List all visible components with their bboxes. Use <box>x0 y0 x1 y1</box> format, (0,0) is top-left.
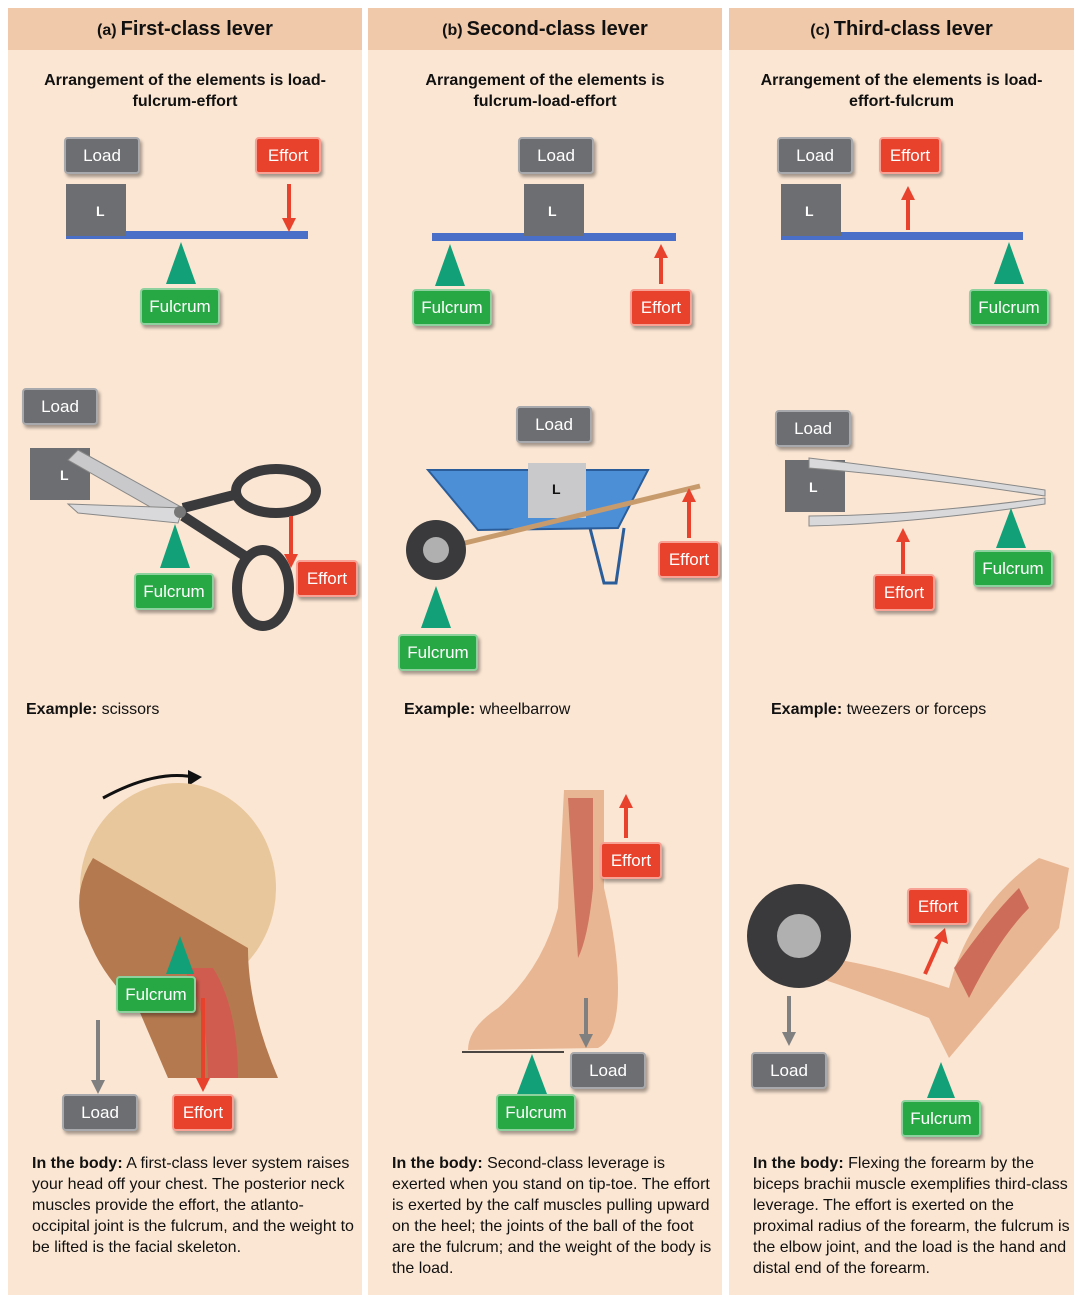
load-label: Load <box>62 1094 138 1131</box>
fulcrum-label: Fulcrum <box>496 1094 576 1131</box>
effort-arrowhead <box>196 1078 210 1092</box>
example-value: scissors <box>102 701 160 718</box>
load-block-letter: L <box>805 203 814 219</box>
fulcrum-label: Fulcrum <box>901 1100 981 1137</box>
body-text: Flexing the forearm by the biceps brachi… <box>753 1155 1070 1277</box>
fulcrum-triangle <box>435 244 465 286</box>
effort-arrow <box>925 938 941 974</box>
load-label: Load <box>751 1052 827 1089</box>
body-label: In the body: <box>32 1155 123 1172</box>
fulcrum-triangle <box>996 508 1026 548</box>
example-label: Example: <box>404 701 475 718</box>
wheel-hub <box>423 537 449 563</box>
effort-label: Effort <box>255 137 321 174</box>
fulcrum-label: Fulcrum <box>140 288 220 325</box>
load-block-letter: L <box>548 203 557 219</box>
example-value: wheelbarrow <box>480 701 571 718</box>
panel-third-class: (c)Third-class lever Arrangement of the … <box>729 8 1074 1295</box>
load-arrowhead <box>91 1080 105 1094</box>
body-description: In the body: Flexing the forearm by the … <box>753 1153 1070 1279</box>
fulcrum-label: Fulcrum <box>969 289 1049 326</box>
load-label: Load <box>777 137 853 174</box>
body-description: In the body: A first-class lever system … <box>32 1153 354 1258</box>
fulcrum-label: Fulcrum <box>116 976 196 1013</box>
fulcrum-triangle <box>166 242 196 284</box>
fulcrum-triangle <box>927 1062 955 1098</box>
scissor-shank <box>183 516 248 558</box>
fulcrum-label: Fulcrum <box>412 289 492 326</box>
effort-arrowhead <box>619 794 633 808</box>
load-label: Load <box>516 406 592 443</box>
body-text: Second-class leverage is exerted when yo… <box>392 1155 711 1277</box>
example-text: Example: scissors <box>26 701 159 719</box>
example-label: Example: <box>26 701 97 718</box>
load-block-letter: L <box>60 467 69 483</box>
load-label: Load <box>64 137 140 174</box>
scissor-handle <box>236 469 316 513</box>
effort-arrowhead <box>896 528 910 542</box>
fulcrum-label: Fulcrum <box>398 634 478 671</box>
fulcrum-triangle <box>517 1054 547 1094</box>
effort-label: Effort <box>296 560 358 597</box>
fulcrum-triangle <box>421 586 451 628</box>
scissor-shank <box>183 494 238 508</box>
load-arrowhead <box>782 1032 796 1046</box>
load-block-letter: L <box>552 481 561 497</box>
load-label: Load <box>518 137 594 174</box>
panel-second-class: (b)Second-class lever Arrangement of the… <box>368 8 722 1295</box>
effort-arrowhead <box>282 218 296 232</box>
effort-label: Effort <box>630 289 692 326</box>
effort-label: Effort <box>600 842 662 879</box>
body-label: In the body: <box>753 1155 844 1172</box>
effort-label: Effort <box>873 574 935 611</box>
load-label: Load <box>570 1052 646 1089</box>
scissor-pivot <box>174 506 186 518</box>
effort-label: Effort <box>879 137 941 174</box>
panel-first-class: (a)First-class lever Arrangement of the … <box>8 8 362 1295</box>
effort-label: Effort <box>172 1094 234 1131</box>
effort-arrowhead <box>901 186 915 200</box>
body-description: In the body: Second-class leverage is ex… <box>392 1153 714 1279</box>
foot-leg <box>468 790 618 1050</box>
fulcrum-triangle <box>994 242 1024 284</box>
dumbbell-hub <box>777 914 821 958</box>
effort-label: Effort <box>658 541 720 578</box>
example-label: Example: <box>771 701 842 718</box>
fulcrum-triangle <box>160 524 190 568</box>
load-label: Load <box>775 410 851 447</box>
fulcrum-label: Fulcrum <box>134 573 214 610</box>
fulcrum-label: Fulcrum <box>973 550 1053 587</box>
example-value: tweezers or forceps <box>847 701 987 718</box>
load-block-letter: L <box>96 203 105 219</box>
rotation-arrowhead <box>188 770 202 786</box>
load-label: Load <box>22 388 98 425</box>
wheelbarrow-leg <box>590 528 624 583</box>
body-label: In the body: <box>392 1155 483 1172</box>
example-text: Example: tweezers or forceps <box>771 701 986 719</box>
example-text: Example: wheelbarrow <box>404 701 570 719</box>
load-block-letter: L <box>809 479 818 495</box>
effort-arrowhead <box>654 244 668 258</box>
effort-label: Effort <box>907 888 969 925</box>
